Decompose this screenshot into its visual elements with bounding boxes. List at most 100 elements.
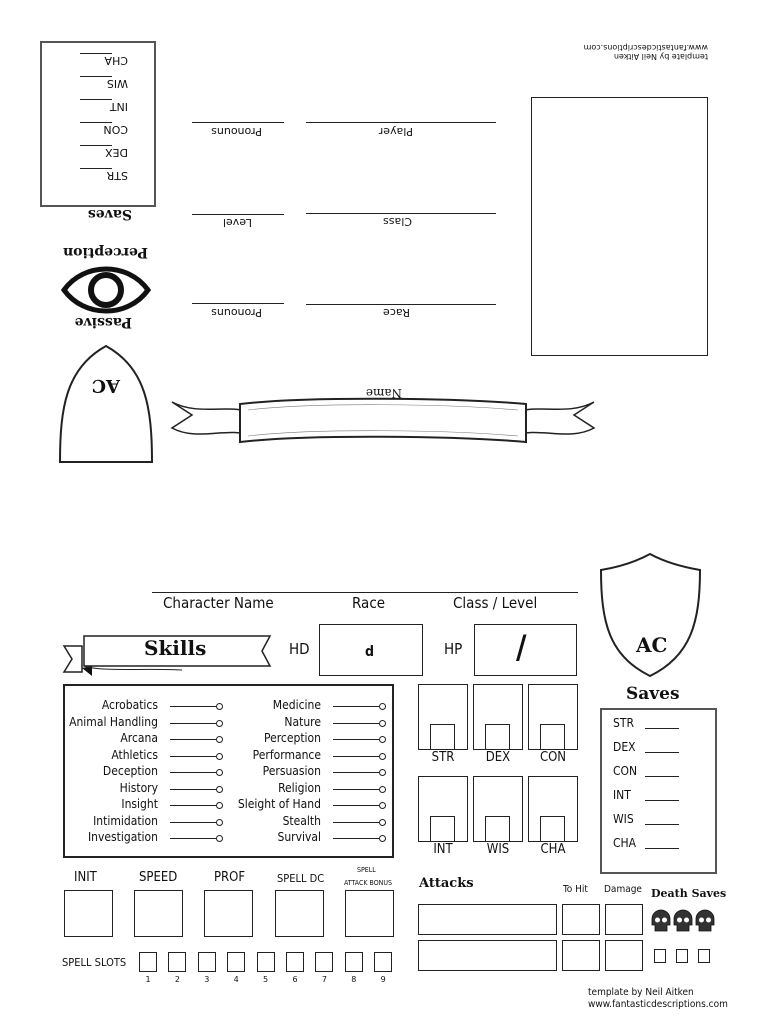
skill-proficiency-dot[interactable] bbox=[379, 769, 386, 776]
ability-label-wis: WIS bbox=[486, 842, 510, 857]
save-line[interactable] bbox=[645, 824, 679, 825]
skill-proficiency-line[interactable] bbox=[333, 706, 379, 707]
hd-box[interactable] bbox=[319, 624, 423, 676]
skill-proficiency-dot[interactable] bbox=[216, 818, 223, 826]
spell-slot-box[interactable] bbox=[374, 952, 393, 972]
skill-proficiency-dot[interactable] bbox=[379, 719, 386, 727]
spell-slot-box[interactable] bbox=[286, 952, 304, 972]
save-line[interactable] bbox=[645, 776, 679, 777]
skill-proficiency-line[interactable] bbox=[333, 838, 379, 839]
race-line[interactable] bbox=[306, 304, 496, 305]
top-save-line[interactable] bbox=[80, 168, 112, 169]
spell-slot-box[interactable] bbox=[197, 952, 216, 972]
skill-proficiency-line[interactable] bbox=[333, 739, 379, 740]
save-row-con: CON bbox=[613, 764, 693, 782]
save-line[interactable] bbox=[645, 752, 679, 753]
skill-proficiency-line[interactable] bbox=[170, 706, 216, 707]
speed-box[interactable] bbox=[134, 890, 183, 937]
death-save-box-2[interactable] bbox=[676, 949, 688, 963]
skill-proficiency-line[interactable] bbox=[170, 722, 216, 724]
skill-proficiency-dot[interactable] bbox=[216, 719, 223, 727]
skill-proficiency-dot[interactable] bbox=[216, 703, 223, 710]
skill-proficiency-dot[interactable] bbox=[216, 835, 223, 842]
skill-proficiency-dot[interactable] bbox=[379, 752, 386, 760]
ability-modifier-box[interactable] bbox=[540, 816, 565, 842]
attack-to-hit-1[interactable] bbox=[562, 904, 600, 935]
hp-box[interactable] bbox=[474, 624, 577, 676]
skill-proficiency-dot[interactable] bbox=[216, 785, 223, 793]
skill-proficiency-line[interactable] bbox=[333, 788, 379, 790]
ability-modifier-box[interactable] bbox=[430, 816, 455, 842]
attack-name-2[interactable] bbox=[418, 940, 557, 971]
top-save-line[interactable] bbox=[80, 122, 112, 123]
ability-modifier-box[interactable] bbox=[430, 724, 455, 750]
skill-proficiency-line[interactable] bbox=[333, 722, 379, 724]
spell-slot-number: 8 bbox=[351, 975, 357, 984]
skill-proficiency-dot[interactable] bbox=[379, 835, 386, 842]
skill-proficiency-line[interactable] bbox=[333, 821, 379, 823]
skill-proficiency-line[interactable] bbox=[170, 739, 216, 740]
skill-proficiency-line[interactable] bbox=[170, 755, 216, 757]
pronouns-line-2[interactable] bbox=[192, 303, 284, 304]
perception-label: Perception bbox=[63, 244, 148, 260]
skill-proficiency-dot[interactable] bbox=[379, 785, 386, 793]
level-line[interactable] bbox=[192, 214, 284, 215]
attack-damage-2[interactable] bbox=[605, 940, 643, 971]
ability-modifier-box[interactable] bbox=[485, 816, 510, 842]
skill-proficiency-line[interactable] bbox=[170, 821, 216, 823]
skill-label: Arcana bbox=[120, 731, 158, 745]
skill-proficiency-line[interactable] bbox=[170, 788, 216, 790]
ability-modifier-box[interactable] bbox=[540, 724, 565, 750]
attack-damage-1[interactable] bbox=[605, 904, 643, 935]
ability-label-con: CON bbox=[539, 750, 567, 765]
attack-name-1[interactable] bbox=[418, 904, 557, 935]
ability-modifier-box[interactable] bbox=[485, 724, 510, 750]
top-save-line[interactable] bbox=[80, 53, 112, 54]
spell-attack-box[interactable] bbox=[345, 890, 394, 937]
skill-proficiency-dot[interactable] bbox=[379, 802, 386, 809]
ac-label: AC bbox=[636, 633, 668, 657]
spell-slot-number: 3 bbox=[204, 975, 210, 984]
save-line[interactable] bbox=[645, 800, 679, 801]
name-scroll-banner[interactable] bbox=[168, 382, 598, 456]
spell-slot-box[interactable] bbox=[344, 952, 363, 972]
save-row-str: STR bbox=[613, 716, 693, 734]
skill-proficiency-dot[interactable] bbox=[379, 736, 386, 743]
skill-proficiency-dot[interactable] bbox=[379, 818, 386, 826]
skill-proficiency-dot[interactable] bbox=[216, 769, 223, 776]
prof-box[interactable] bbox=[204, 890, 253, 937]
skill-proficiency-line[interactable] bbox=[170, 838, 216, 839]
spell-slot-box[interactable] bbox=[139, 952, 157, 972]
skill-proficiency-line[interactable] bbox=[333, 772, 379, 773]
spell-dc-box[interactable] bbox=[275, 890, 324, 937]
init-box[interactable] bbox=[64, 890, 113, 937]
save-label: INT bbox=[613, 788, 631, 802]
skill-proficiency-dot[interactable] bbox=[379, 703, 386, 710]
spell-slot-box[interactable] bbox=[168, 952, 187, 972]
skill-proficiency-line[interactable] bbox=[170, 772, 216, 773]
pronouns-line-1[interactable] bbox=[192, 122, 284, 123]
attack-to-hit-2[interactable] bbox=[562, 940, 600, 971]
skill-proficiency-dot[interactable] bbox=[216, 802, 223, 809]
top-save-line[interactable] bbox=[80, 76, 112, 77]
top-save-line[interactable] bbox=[80, 99, 112, 100]
top-save-line[interactable] bbox=[80, 145, 112, 146]
portrait-box[interactable] bbox=[531, 97, 708, 356]
death-save-box-3[interactable] bbox=[698, 949, 710, 963]
death-save-box-1[interactable] bbox=[654, 949, 666, 963]
spell-slot-box[interactable] bbox=[227, 952, 246, 972]
skill-label: Investigation bbox=[87, 830, 158, 844]
class-line[interactable] bbox=[306, 213, 496, 214]
skill-proficiency-line[interactable] bbox=[333, 755, 379, 757]
skill-proficiency-dot[interactable] bbox=[216, 736, 223, 743]
save-line[interactable] bbox=[645, 848, 679, 849]
skill-proficiency-line[interactable] bbox=[170, 805, 216, 806]
player-line[interactable] bbox=[306, 122, 496, 123]
skill-label: Acrobatics bbox=[101, 698, 158, 712]
skill-proficiency-line[interactable] bbox=[333, 805, 379, 806]
hd-label: HD bbox=[289, 640, 310, 658]
skill-proficiency-dot[interactable] bbox=[216, 752, 223, 760]
spell-slot-box[interactable] bbox=[256, 952, 275, 972]
spell-slot-box[interactable] bbox=[315, 952, 334, 972]
save-line[interactable] bbox=[645, 728, 679, 729]
